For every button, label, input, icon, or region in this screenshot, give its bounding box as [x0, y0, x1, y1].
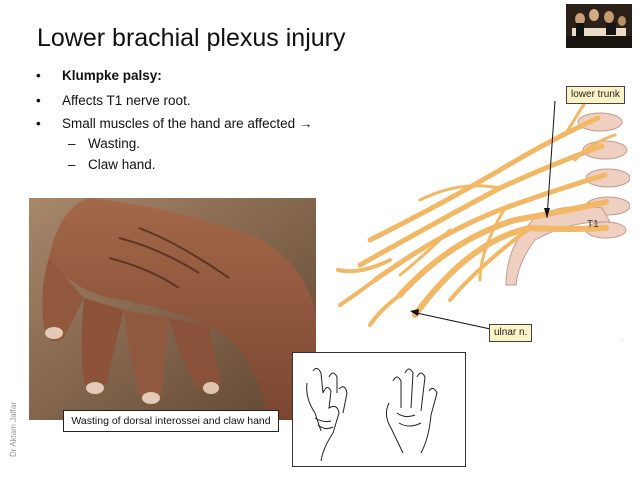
- slide-title: Lower brachial plexus injury: [37, 24, 346, 52]
- nerve-bundle-illustration: [336, 90, 617, 327]
- bullet-marker: •: [36, 68, 41, 83]
- wasted-hand-photo: [29, 198, 316, 420]
- ulnar-nerve-label: ulnar n.: [489, 324, 533, 342]
- author-watermark: Dr Aktam Jaffar: [8, 402, 18, 457]
- sub-bullet-marker: –: [68, 136, 76, 151]
- sub-bullet-marker: –: [68, 157, 76, 172]
- photo-caption: Wasting of dorsal interossei and claw ha…: [63, 410, 279, 432]
- sub-bullet-text: Claw hand.: [88, 157, 156, 172]
- bullet-text: Small muscles of the hand are affected →: [62, 116, 313, 131]
- bullet-text: Affects T1 nerve root.: [62, 93, 191, 108]
- bullet-marker: •: [36, 93, 41, 108]
- corner-mark: .: [621, 333, 624, 343]
- sub-bullet-text: Wasting.: [88, 136, 141, 151]
- brachial-plexus-illustration: [336, 90, 630, 327]
- bullet-marker: •: [36, 116, 41, 131]
- t1-root-label: T1: [587, 219, 599, 230]
- anatomy-painting-thumbnail: [566, 4, 632, 48]
- claw-hand-sketch: [292, 352, 466, 467]
- bullet-text: Klumpke palsy:: [62, 68, 162, 83]
- lower-trunk-label: lower trunk: [566, 86, 625, 104]
